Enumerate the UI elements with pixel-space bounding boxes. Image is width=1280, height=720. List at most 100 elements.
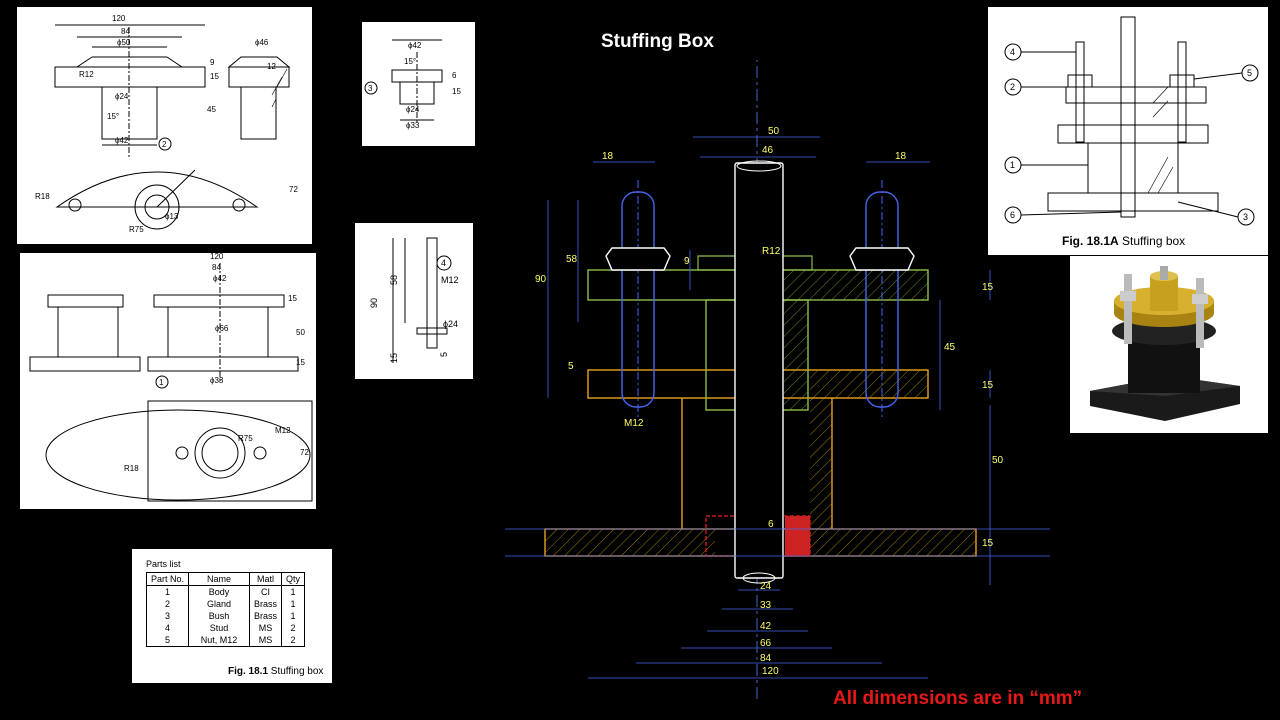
gland-dim-12: 12 — [267, 62, 276, 71]
fig-18-1-caption: Fig. 18.1 Stuffing box — [228, 666, 323, 677]
cell: Brass — [249, 598, 282, 610]
gland-dim-r18: R18 — [35, 192, 50, 201]
cell: Stud — [188, 622, 250, 634]
callout-5: 5 — [1247, 68, 1252, 78]
col-name: Name — [188, 572, 250, 586]
caption-rest: Stuffing box — [268, 666, 324, 677]
cell: 2 — [281, 634, 306, 647]
cell: Gland — [188, 598, 250, 610]
dim-18-right: 18 — [895, 151, 907, 162]
stud-callout: 4 — [441, 258, 446, 268]
body-dim-15b: 15 — [296, 358, 305, 367]
dim-6: 6 — [768, 519, 774, 530]
gland-dim-r75: R75 — [129, 225, 144, 234]
bush-dim-33: ϕ33 — [406, 121, 420, 130]
body-dim-66: ϕ66 — [215, 324, 229, 333]
stuffing-box-3d-render — [1070, 256, 1268, 433]
stud-dim-24: ϕ24 — [443, 319, 458, 329]
bush-dim-15: 15 — [452, 87, 461, 96]
bush-callout: 3 — [368, 84, 373, 93]
body-dim-50: 50 — [296, 328, 305, 337]
fig-18-1a-panel: 4 2 1 6 5 3 Fig. 18.1A Stuffing box — [988, 7, 1268, 255]
col-qty: Qty — [281, 572, 306, 586]
gland-dim-42: ϕ42 — [115, 136, 129, 145]
body-plan-r18: R18 — [124, 464, 139, 473]
dim-120: 120 — [762, 666, 779, 677]
cell: 3 — [145, 610, 189, 622]
cell: Bush — [188, 610, 250, 622]
bush-drawing-panel: ϕ42 15° 6 15 ϕ24 ϕ33 3 — [362, 22, 475, 146]
body-dim-33: ϕ33 — [210, 376, 224, 385]
dim-r12: R12 — [762, 246, 781, 257]
gland-dim-13: ϕ13 — [165, 212, 179, 221]
main-assembly-drawing: 50 46 18 18 90 58 9 R12 5 M12 15 45 15 5… — [505, 60, 1050, 700]
parts-list-heading: Parts list — [146, 559, 181, 569]
body-plan-72: 72 — [300, 448, 309, 457]
cell: 1 — [281, 585, 306, 598]
gland-drawing-panel: 120 84 ϕ50 15 9 R12 ϕ24 45 15° ϕ42 ϕ46 1… — [17, 7, 312, 244]
body-callout: 1 — [159, 378, 164, 387]
bush-dim-15deg: 15° — [404, 57, 416, 66]
body-dim-120: 120 — [210, 253, 224, 261]
gland-dim-45: 45 — [207, 105, 216, 114]
body-plan-r75: R75 — [238, 434, 253, 443]
dim-50-right: 50 — [992, 455, 1004, 466]
gland-dim-72: 72 — [289, 185, 298, 194]
gland-dim-120: 120 — [112, 14, 126, 23]
dim-9: 9 — [684, 256, 690, 267]
cell: 2 — [281, 622, 306, 634]
dim-18-left: 18 — [602, 151, 614, 162]
gland-drawing: 120 84 ϕ50 15 9 R12 ϕ24 45 15° ϕ42 ϕ46 1… — [35, 14, 298, 234]
cell: 4 — [145, 622, 189, 634]
gland-callout: 2 — [162, 140, 167, 149]
gland-dim-46: ϕ46 — [255, 38, 269, 47]
stud-dim-m12: M12 — [441, 275, 459, 285]
callout-3: 3 — [1243, 212, 1248, 222]
stud-drawing-panel: 90 58 M12 ϕ24 15 5 4 — [355, 223, 473, 379]
body-drawing-panel: 120 84 ϕ42 15 ϕ66 50 15 ϕ33 1 R75 M12 R1… — [20, 253, 316, 509]
gland-dim-15: 15 — [210, 72, 219, 81]
cell: MS — [249, 622, 282, 634]
units-note: All dimensions are in “mm” — [833, 688, 1083, 709]
callout-4: 4 — [1010, 47, 1015, 57]
caption-bold: Fig. 18.1 — [228, 666, 269, 677]
callout-1: 1 — [1010, 160, 1015, 170]
gland-dim-50: ϕ50 — [117, 38, 131, 47]
dim-46: 46 — [762, 145, 774, 156]
stud-dim-15: 15 — [389, 353, 399, 363]
fig-18-1a-caption: Fig. 18.1A Stuffing box — [1062, 234, 1185, 248]
col-matl: Matl — [249, 572, 282, 586]
bush-drawing: ϕ42 15° 6 15 ϕ24 ϕ33 3 — [364, 39, 461, 130]
dim-15-gland: 15 — [982, 282, 994, 293]
caption-bold: Fig. 18.1A — [1062, 234, 1119, 248]
gland-dim-15deg: 15° — [107, 112, 119, 121]
cell: Brass — [249, 610, 282, 622]
cell: Body — [188, 585, 250, 598]
gland-dim-24: ϕ24 — [115, 92, 129, 101]
dim-42: 42 — [760, 621, 772, 632]
col-part-no: Part No. — [145, 572, 189, 586]
stud-dim-90: 90 — [369, 298, 379, 308]
dim-50: 50 — [768, 126, 780, 137]
dim-90: 90 — [535, 274, 547, 285]
cell: 1 — [145, 585, 189, 598]
cell: 1 — [281, 598, 306, 610]
dim-m12: M12 — [624, 418, 644, 429]
bush-dim-42: ϕ42 — [408, 41, 422, 50]
bush-dim-6: 6 — [452, 71, 457, 80]
dim-15-flange: 15 — [982, 380, 994, 391]
gland-dim-r12: R12 — [79, 70, 94, 79]
dim-24: 24 — [760, 581, 772, 592]
dim-66: 66 — [760, 638, 772, 649]
body-dim-15a: 15 — [288, 294, 297, 303]
fig-18-1a-drawing: 4 2 1 6 5 3 — [1004, 16, 1259, 226]
page-title: Stuffing Box — [601, 31, 714, 52]
gland-dim-9: 9 — [210, 58, 215, 67]
gland-dim-84: 84 — [121, 27, 130, 36]
cell: CI — [249, 585, 282, 598]
